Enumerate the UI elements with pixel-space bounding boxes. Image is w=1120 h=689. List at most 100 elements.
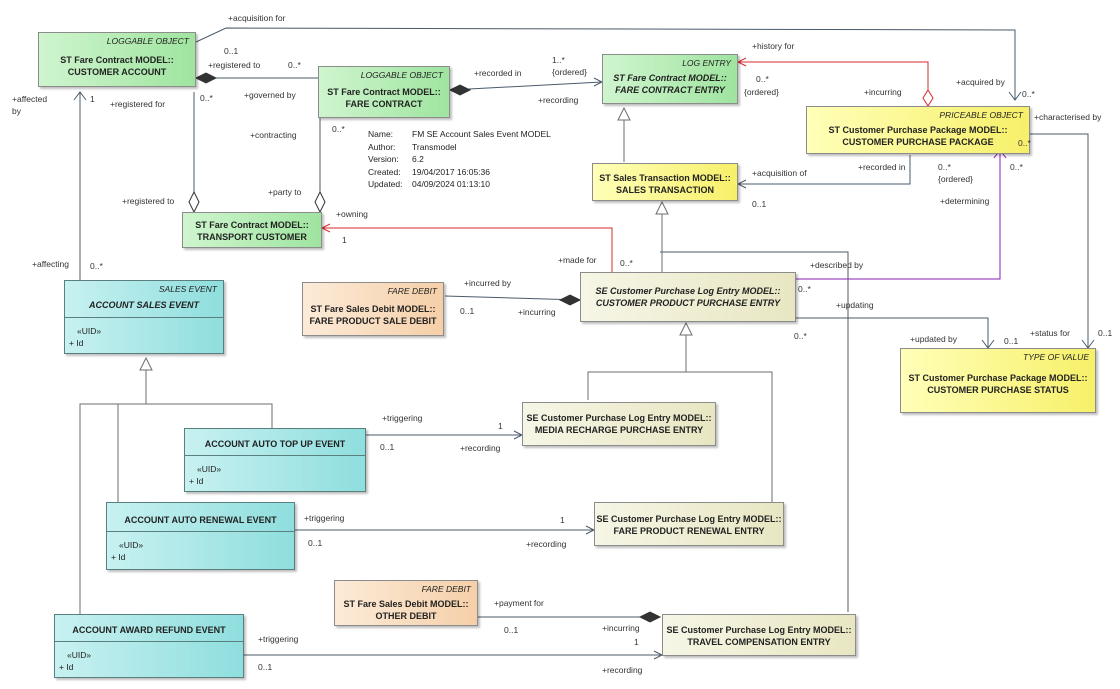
- class-transport-customer[interactable]: ST Fare Contract MODEL:: TRANSPORT CUSTO…: [182, 212, 322, 248]
- class-name: ACCOUNT SALES EVENT: [88, 300, 199, 310]
- meta-author-value: Transmodel: [412, 141, 457, 152]
- constraint-label: {ordered}: [744, 87, 779, 97]
- class-fare-product-renewal-entry[interactable]: SE Customer Purchase Log Entry MODEL:: F…: [594, 502, 784, 546]
- multiplicity-label: 1: [634, 637, 639, 647]
- assoc-history: [738, 61, 929, 90]
- stereotype: FARE DEBIT: [387, 286, 437, 296]
- class-name-line1: ST Customer Purchase Package MODEL::: [908, 373, 1088, 383]
- class-customer-purchase-package[interactable]: PRICEABLE OBJECT ST Customer Purchase Pa…: [806, 106, 1030, 154]
- role-label: +triggering: [304, 513, 345, 523]
- multiplicity-label: 0..*: [938, 162, 951, 172]
- compartment-divider: [55, 641, 243, 642]
- multiplicity-label: 0..1: [1004, 336, 1019, 346]
- class-other-debit[interactable]: FARE DEBIT ST Fare Sales Debit MODEL:: O…: [334, 580, 478, 626]
- class-sales-transaction[interactable]: ST Sales Transaction MODEL:: SALES TRANS…: [592, 163, 738, 201]
- class-travel-compensation-entry[interactable]: SE Customer Purchase Log Entry MODEL:: T…: [662, 614, 856, 656]
- class-name-line2: MEDIA RECHARGE PURCHASE ENTRY: [534, 425, 704, 435]
- meta-updated-key: Updated:: [368, 179, 403, 189]
- class-name-line2: CUSTOMER ACCOUNT: [67, 67, 167, 77]
- role-label: +recording: [526, 539, 567, 549]
- gen-media: [587, 335, 773, 502]
- class-fare-contract-entry[interactable]: LOG ENTRY ST Fare Contract MODEL:: FARE …: [602, 54, 738, 104]
- compartment-divider: [107, 531, 294, 532]
- role-label: +affected: [12, 94, 48, 104]
- role-label: +history for: [752, 41, 795, 51]
- class-name-line2: TRANSPORT CUSTOMER: [197, 232, 307, 242]
- multiplicity-label: 0..*: [288, 60, 301, 70]
- class-media-recharge-purchase-entry[interactable]: SE Customer Purchase Log Entry MODEL:: M…: [522, 402, 716, 446]
- meta-author-key: Author:: [368, 141, 396, 152]
- attribute-id: + Id: [69, 338, 84, 348]
- class-customer-account[interactable]: LOGGABLE OBJECT ST Fare Contract MODEL::…: [38, 32, 196, 87]
- role-label: +made for: [558, 255, 597, 265]
- assoc-updating: [770, 317, 989, 348]
- class-name-line1: SE Customer Purchase Log Entry MODEL::: [526, 413, 712, 423]
- role-label: by: [12, 106, 21, 116]
- class-fare-product-sale-debit[interactable]: FARE DEBIT ST Fare Sales Debit MODEL:: F…: [302, 282, 444, 336]
- role-label: +updating: [836, 300, 874, 310]
- class-name-line1: ST Fare Sales Debit MODEL::: [343, 599, 469, 609]
- role-label: +registered for: [110, 99, 166, 109]
- role-label: +contracting: [250, 130, 297, 140]
- stereotype: SALES EVENT: [158, 284, 217, 294]
- assoc-travel-update: [660, 251, 849, 612]
- attribute-id: + Id: [111, 552, 126, 562]
- multiplicity-label: 1: [498, 421, 503, 431]
- meta-name-value: FM SE Account Sales Event MODEL: [412, 129, 551, 139]
- class-name-line1: ST Fare Contract MODEL::: [60, 55, 174, 65]
- compartment-divider: [65, 317, 223, 318]
- class-name-line1: ST Sales Transaction MODEL::: [599, 173, 731, 183]
- role-label: +updated by: [910, 334, 958, 344]
- constraint-label: {ordered}: [552, 67, 587, 77]
- role-label: +owning: [336, 209, 368, 219]
- multiplicity-label: 0..*: [756, 74, 769, 84]
- role-label: +incurring: [518, 307, 556, 317]
- class-fare-contract[interactable]: LOGGABLE OBJECT ST Fare Contract MODEL::…: [318, 66, 450, 118]
- role-label: +incurring: [864, 87, 902, 97]
- role-label: +registered to: [208, 60, 261, 70]
- class-account-auto-renewal-event[interactable]: ACCOUNT AUTO RENEWAL EVENT «UID» + Id: [106, 502, 295, 570]
- multiplicity-label: 0..*: [332, 124, 345, 134]
- multiplicity-label: 1: [560, 515, 565, 525]
- constraint-label: {ordered}: [938, 174, 973, 184]
- role-label: +recording: [602, 665, 643, 675]
- multiplicity-label: 0..1: [308, 538, 323, 548]
- role-label: +registered to: [122, 196, 175, 206]
- stereotype: PRICEABLE OBJECT: [939, 110, 1023, 120]
- multiplicity-label: 0..*: [620, 258, 633, 268]
- multiplicity-label: 0..*: [794, 331, 807, 341]
- multiplicity-label: 0..1: [258, 662, 273, 672]
- role-label: +recording: [460, 443, 501, 453]
- role-label: +acquisition of: [752, 168, 807, 178]
- role-label: +recording: [538, 95, 579, 105]
- class-name-line2: OTHER DEBIT: [375, 611, 437, 621]
- role-label: +recorded in: [474, 68, 522, 78]
- stereotype: LOG ENTRY: [682, 58, 731, 68]
- multiplicity-label: 0..1: [380, 442, 395, 452]
- multiplicity-label: 0..*: [200, 93, 213, 103]
- assoc-acquisition: [195, 27, 1016, 100]
- class-name-line2: FARE PRODUCT SALE DEBIT: [309, 316, 437, 326]
- class-customer-product-purchase-entry[interactable]: SE Customer Purchase Log Entry MODEL:: C…: [580, 272, 796, 322]
- class-customer-purchase-status[interactable]: TYPE OF VALUE ST Customer Purchase Packa…: [900, 348, 1096, 413]
- role-label: +incurring: [602, 623, 640, 633]
- multiplicity-label: 0..*: [1018, 138, 1031, 148]
- class-name-line1: SE Customer Purchase Log Entry MODEL::: [595, 286, 781, 296]
- meta-created-value: 19/04/2017 16:05:36: [412, 166, 490, 177]
- meta-name-key: Name:: [368, 129, 394, 139]
- class-name: ACCOUNT AUTO TOP UP EVENT: [204, 439, 346, 449]
- stereotype: FARE DEBIT: [421, 584, 471, 594]
- multiplicity-label: 0..*: [798, 284, 811, 294]
- class-account-award-refund-event[interactable]: ACCOUNT AWARD REFUND EVENT «UID» + Id: [54, 614, 244, 678]
- role-label: +triggering: [382, 413, 423, 423]
- stereotype: LOGGABLE OBJECT: [360, 70, 443, 80]
- class-name-line1: SE Customer Purchase Log Entry MODEL::: [596, 514, 782, 524]
- class-name-line2: CUSTOMER PRODUCT PURCHASE ENTRY: [595, 298, 781, 308]
- multiplicity-label: 0..1: [504, 625, 519, 635]
- class-name-line1: ST Fare Contract MODEL::: [195, 220, 309, 230]
- stereotype: TYPE OF VALUE: [1023, 352, 1089, 362]
- class-account-auto-top-up-event[interactable]: ACCOUNT AUTO TOP UP EVENT «UID» + Id: [184, 428, 366, 492]
- class-account-sales-event[interactable]: SALES EVENT ACCOUNT SALES EVENT «UID» + …: [64, 280, 224, 354]
- multiplicity-label: 1: [342, 235, 347, 245]
